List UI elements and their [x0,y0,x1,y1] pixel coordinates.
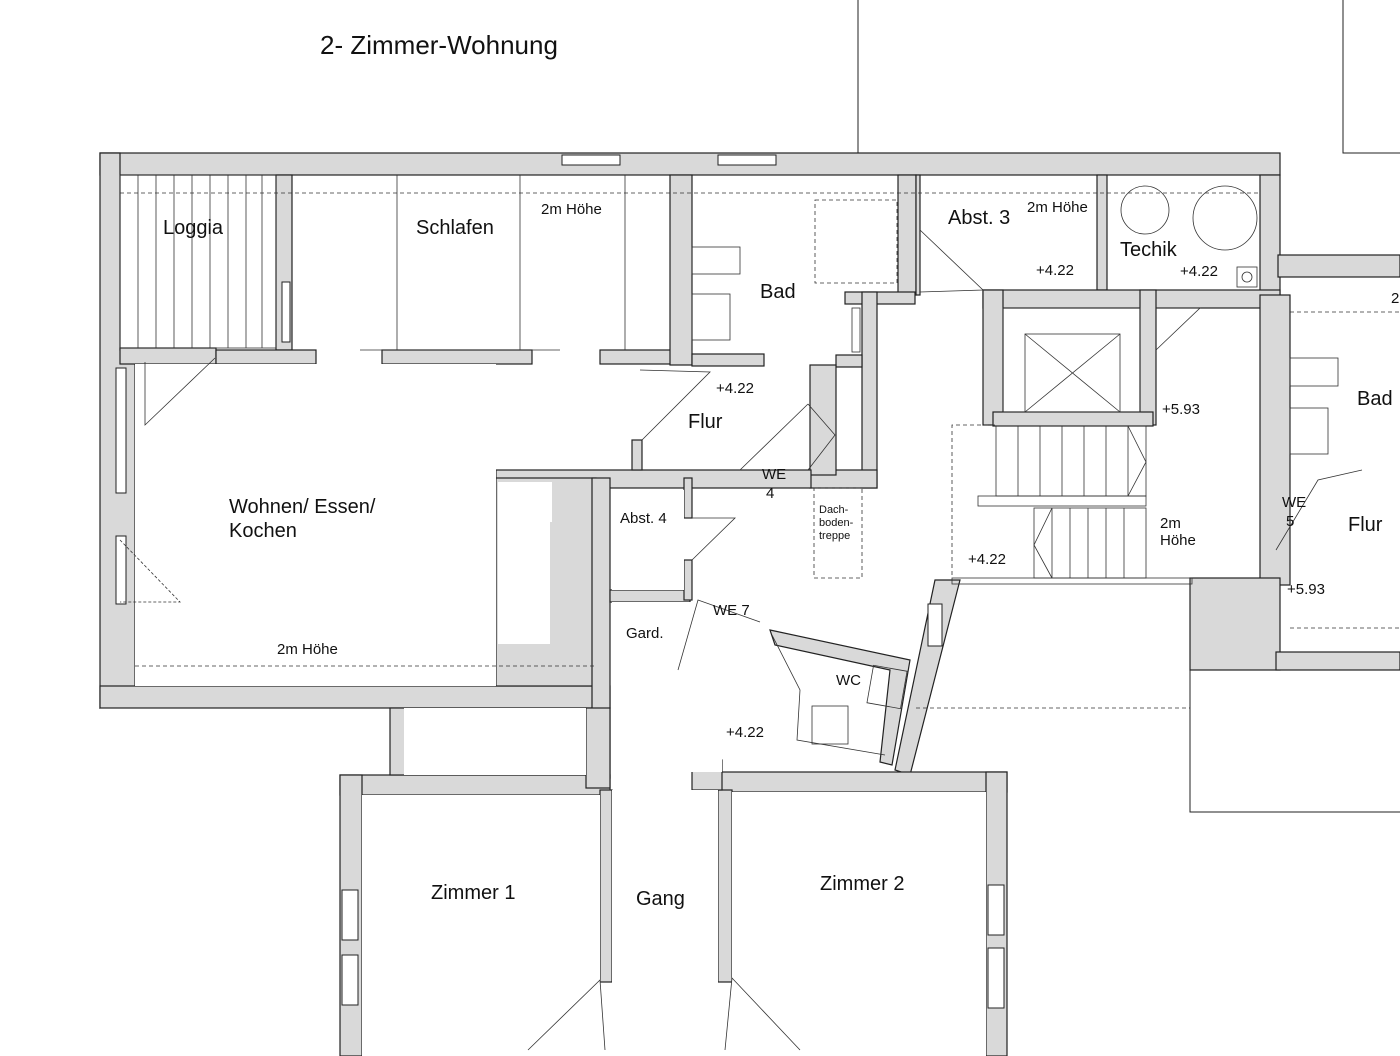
windows [115,154,1005,1009]
unit-we7: WE 7 [713,602,750,619]
level-abst3: +4.22 [1036,262,1074,279]
height-note-stair-2: Höhe [1160,532,1196,549]
room-bad: Bad [760,281,796,303]
annotations: 2m Höhe 2m Höhe 2m Höhe 2m Höhe +4.22 +4… [277,199,1399,741]
height-note-stair-1: 2m [1160,515,1181,532]
room-zimmer2: Zimmer 2 [820,873,904,895]
level-wc: +4.22 [726,724,764,741]
bedroom-partitions [360,175,626,351]
height-note-abst3: 2m Höhe [1027,199,1088,216]
techik-boilers [1120,185,1258,288]
room-flur-right: Flur [1348,514,1383,536]
room-labels: Loggia Schlafen Bad Abst. 3 Techik Flur … [163,207,1393,910]
attic-stair-line3: treppe [819,530,850,542]
room-wc: WC [836,672,861,689]
plan-title: 2- Zimmer-Wohnung [320,30,558,60]
slope-lines [120,192,1400,709]
level-stair: +5.93 [1162,401,1200,418]
door-swings [119,229,1363,1051]
level-right: +5.93 [1287,581,1325,598]
room-abst4: Abst. 4 [620,510,667,527]
level-landing: +4.22 [968,551,1006,568]
wc-fixtures [771,634,908,756]
level-flur: +4.22 [716,380,754,397]
unit-we5-line1: WE [1282,494,1306,511]
room-wohnen-line1: Wohnen/ Essen/ [229,496,376,518]
interior-voids [135,364,986,1056]
unit-we4-line2: 4 [766,485,774,502]
neighbour-outline [857,0,1400,260]
attic-stair-line2: boden- [819,517,854,529]
unit-we4-line1: WE [762,466,786,483]
level-techik: +4.22 [1180,263,1218,280]
room-abst3: Abst. 3 [948,207,1010,229]
room-schlafen: Schlafen [416,217,494,239]
room-wohnen-line2: Kochen [229,520,297,542]
unit-we5-line2: 5 [1286,513,1294,530]
room-bad-right: Bad [1357,388,1393,410]
attic-stair-line1: Dach- [819,504,849,516]
room-gard: Gard. [626,625,664,642]
room-flur: Flur [688,411,723,433]
height-note-schlafen: 2m Höhe [541,201,602,218]
bath-fixtures [691,199,1339,455]
room-gang: Gang [636,888,685,910]
stair-core [813,307,1193,585]
edge-label: 2 [1391,290,1399,307]
room-techik: Techik [1120,239,1178,261]
loggia-slats [119,174,277,349]
height-note-wohnen: 2m Höhe [277,641,338,658]
room-zimmer1: Zimmer 1 [431,882,515,904]
right-outline [1189,670,1400,813]
room-loggia: Loggia [163,217,224,239]
